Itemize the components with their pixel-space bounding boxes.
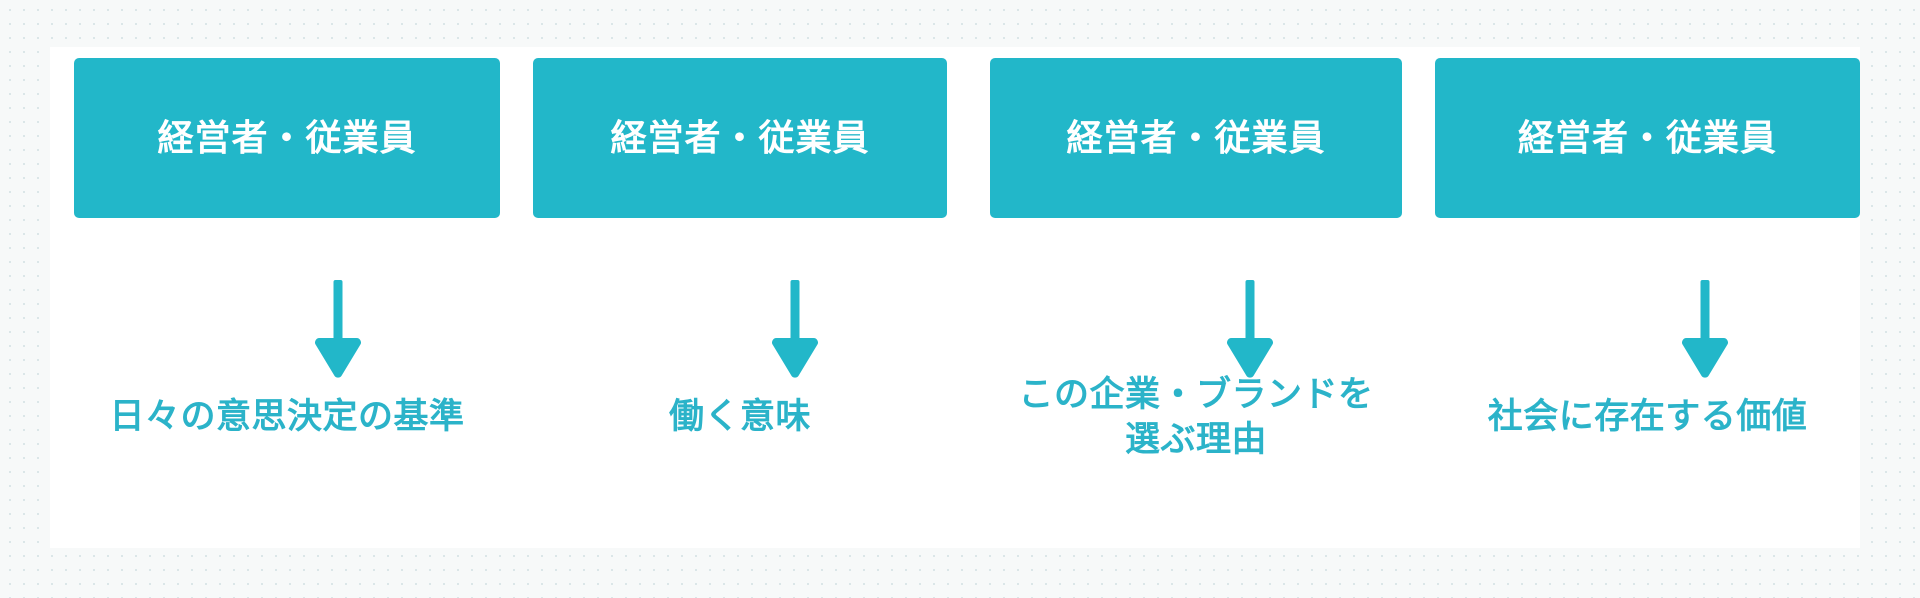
column-4: 経営者・従業員 社会に存在する価値 [1435,47,1860,548]
role-box-label-3: 経営者・従業員 [1066,117,1326,159]
caption-line: 選ぶ理由 [1124,419,1267,459]
caption-1: 日々の意思決定の基準 [74,395,500,440]
role-box-2[interactable]: 経営者・従業員 [533,58,947,218]
column-3: 経営者・従業員 この企業・ブランドを 選ぶ理由 [990,47,1402,548]
caption-line: この企業・ブランドを [1018,375,1374,414]
caption-line: 日々の意思決定の基準 [109,397,465,436]
caption-3: この企業・ブランドを 選ぶ理由 [986,373,1406,463]
arrow-down-icon [1227,280,1273,380]
column-2: 経営者・従業員 働く意味 [533,47,947,548]
arrow-down-icon [772,280,818,380]
role-box-label-2: 経営者・従業員 [610,117,870,159]
columns-container: 経営者・従業員 日々の意思決定の基準 経営者・従業員 [50,47,1860,548]
caption-4: 社会に存在する価値 [1435,395,1860,440]
caption-line: 社会に存在する価値 [1487,397,1808,436]
role-box-label-1: 経営者・従業員 [157,117,417,159]
arrow-down-icon [315,280,361,380]
arrow-down-icon [1682,280,1728,380]
role-box-label-4: 経営者・従業員 [1517,117,1777,159]
content-panel: 経営者・従業員 日々の意思決定の基準 経営者・従業員 [50,47,1860,548]
caption-line: 働く意味 [668,397,811,436]
role-box-4[interactable]: 経営者・従業員 [1435,58,1860,218]
role-box-1[interactable]: 経営者・従業員 [74,58,500,218]
role-box-3[interactable]: 経営者・従業員 [990,58,1402,218]
caption-2: 働く意味 [533,395,947,440]
column-1: 経営者・従業員 日々の意思決定の基準 [74,47,500,548]
